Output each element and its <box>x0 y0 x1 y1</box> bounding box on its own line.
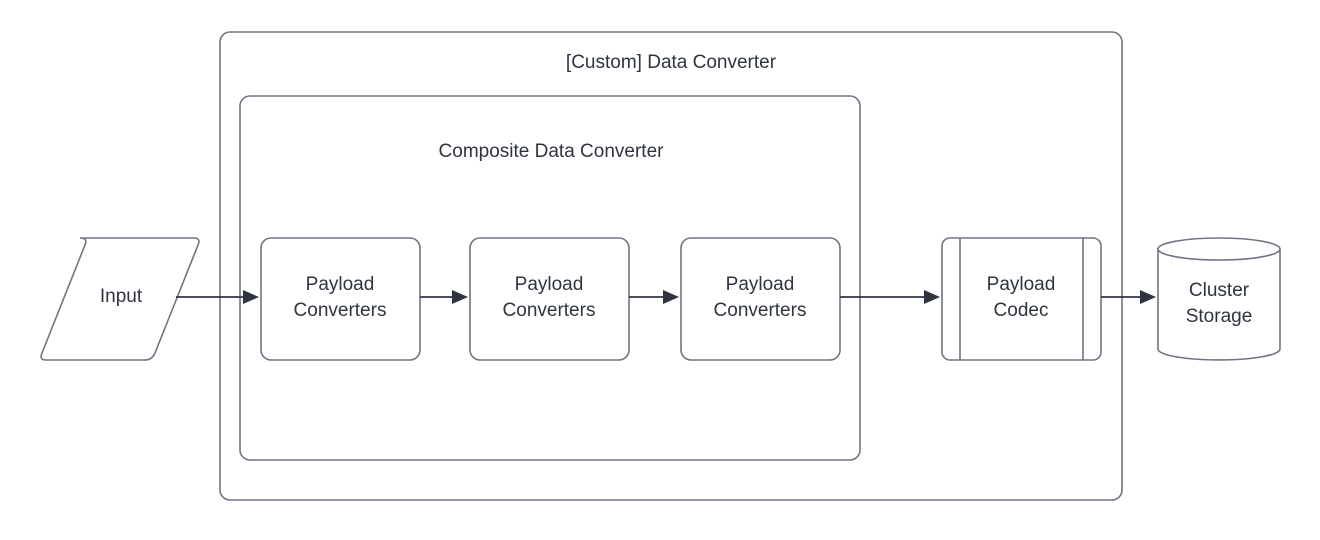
arrowhead-icon <box>924 290 940 304</box>
edge-payload-converters-1-to-payload-converters-2 <box>420 290 468 304</box>
cluster-storage-body <box>1157 248 1281 361</box>
cluster-storage-top <box>1157 237 1281 261</box>
composite-data-converter-border <box>239 95 861 461</box>
container-composite-data-converter[interactable]: Composite Data Converter <box>239 95 861 461</box>
custom-data-converter-label: [Custom] Data Converter <box>566 52 777 73</box>
arrowhead-icon <box>243 290 259 304</box>
node-payload-converters-1[interactable]: Payload Converters <box>260 237 421 361</box>
payload-converters-3-label-line1: Payload <box>726 274 795 295</box>
input-label: Input <box>100 286 143 307</box>
payload-codec-label-line2: Codec <box>994 300 1049 321</box>
cluster-storage-label-line2: Storage <box>1186 306 1253 327</box>
cluster-storage-label-line1: Cluster <box>1189 280 1250 301</box>
arrowhead-icon <box>1140 290 1156 304</box>
arrowhead-icon <box>452 290 468 304</box>
container-custom-data-converter[interactable]: [Custom] Data Converter <box>219 31 1123 501</box>
node-cluster-storage[interactable]: Cluster Storage <box>1157 237 1281 361</box>
input-shape <box>40 237 200 361</box>
payload-converters-2-shape <box>469 237 630 361</box>
node-payload-converters-3[interactable]: Payload Converters <box>680 237 841 361</box>
edge-payload-converters-3-to-payload-codec <box>840 290 940 304</box>
custom-data-converter-border <box>219 31 1123 501</box>
node-payload-codec[interactable]: Payload Codec <box>941 237 1102 361</box>
payload-converters-2-label-line1: Payload <box>515 274 584 295</box>
payload-codec-label-line1: Payload <box>987 274 1056 295</box>
edge-payload-converters-2-to-payload-converters-3 <box>629 290 679 304</box>
payload-converters-2-label-line2: Converters <box>503 300 596 321</box>
payload-converters-1-label-line1: Payload <box>306 274 375 295</box>
payload-converters-1-label-line2: Converters <box>294 300 387 321</box>
payload-converters-1-shape <box>260 237 421 361</box>
payload-converters-3-label-line2: Converters <box>714 300 807 321</box>
composite-data-converter-label: Composite Data Converter <box>439 141 665 162</box>
node-payload-converters-2[interactable]: Payload Converters <box>469 237 630 361</box>
payload-codec-shape <box>941 237 1102 361</box>
node-input[interactable]: Input <box>40 237 200 361</box>
payload-converters-3-shape <box>680 237 841 361</box>
edge-payload-codec-to-cluster-storage <box>1101 290 1156 304</box>
edge-input-to-payload-converters-1 <box>176 290 259 304</box>
arrowhead-icon <box>663 290 679 304</box>
